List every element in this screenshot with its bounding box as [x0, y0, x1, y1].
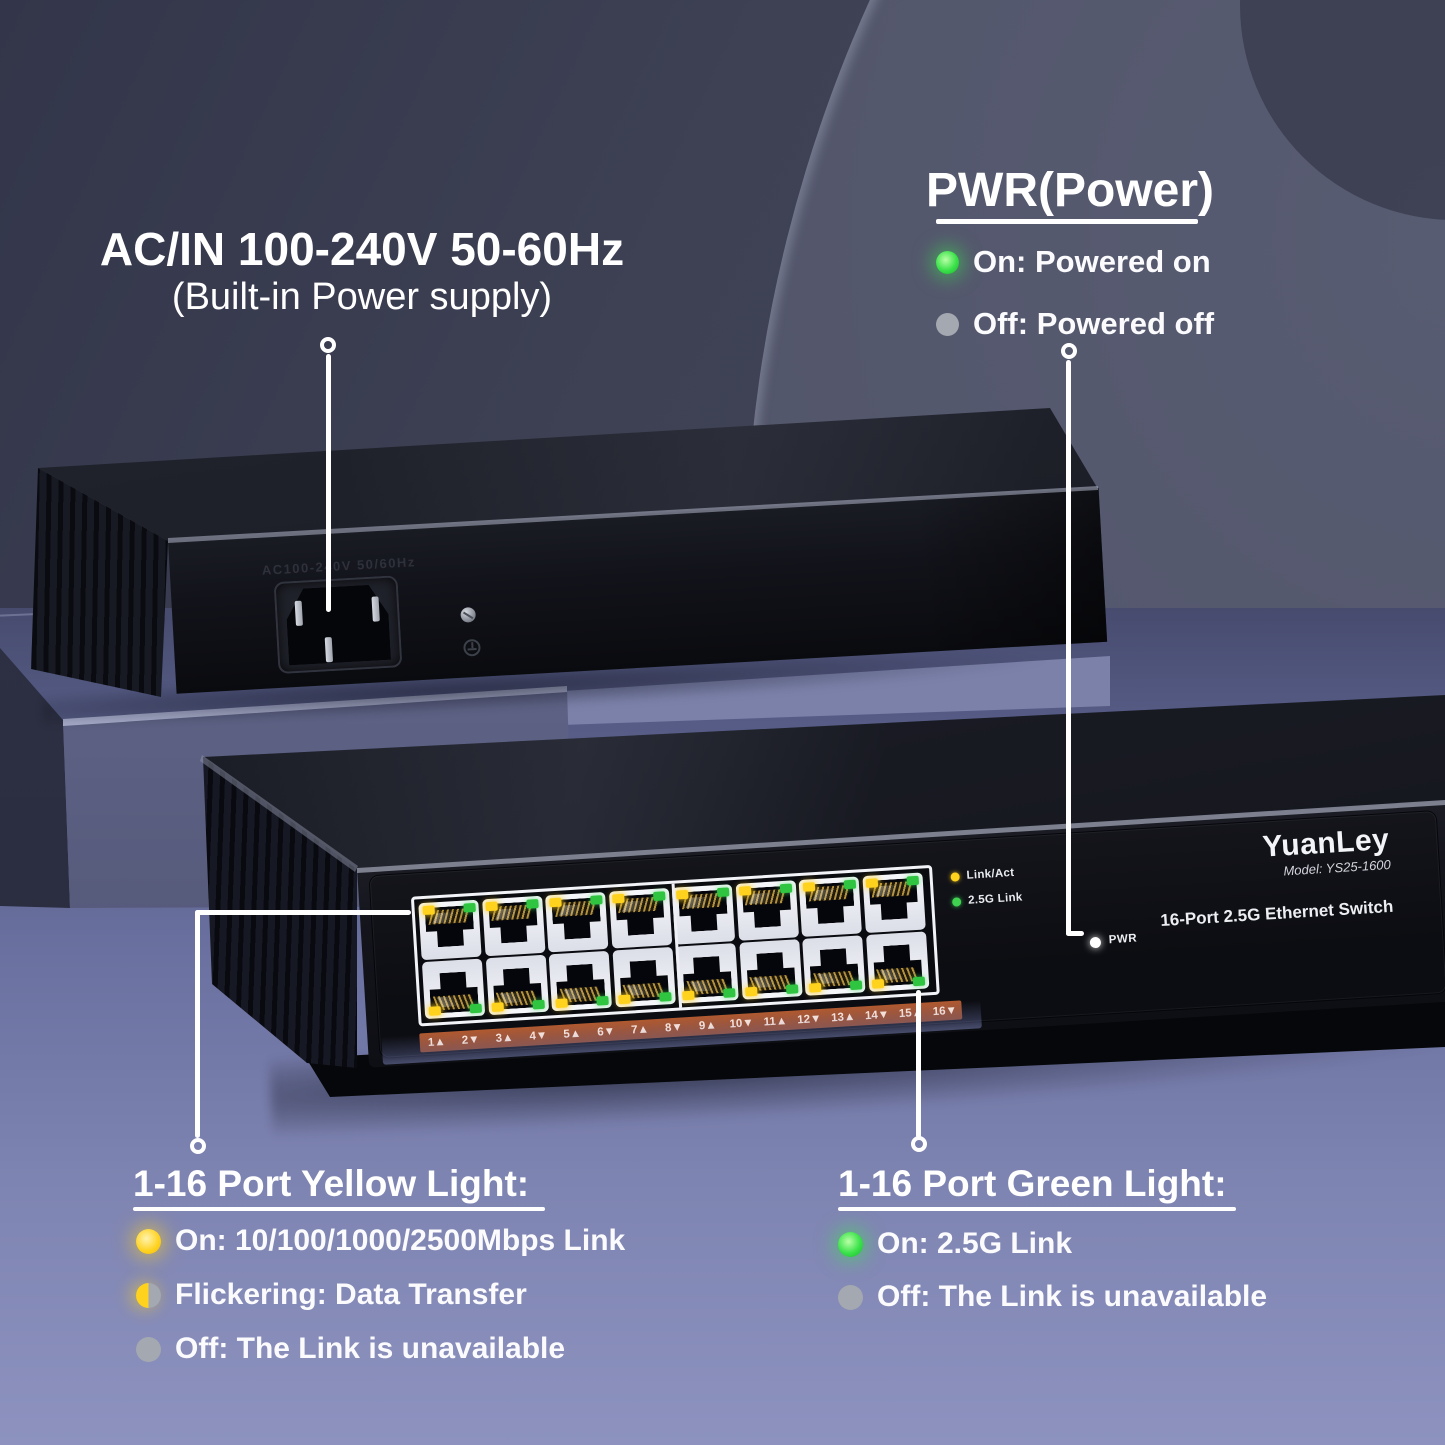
- led-state-off-icon: [838, 1284, 863, 1310]
- leader-line: [326, 354, 331, 612]
- led-state-on-icon: [136, 1228, 161, 1254]
- legend-text: Off: The Link is unavailable: [877, 1280, 1268, 1313]
- legend-text: Flickering: Data Transfer: [175, 1278, 527, 1311]
- callout-anchor-ring: [911, 1136, 927, 1152]
- legend-text: On: 2.5G Link: [877, 1227, 1073, 1260]
- led-state-on-icon: [936, 250, 959, 274]
- title-underline: [133, 1207, 545, 1211]
- led-state-on-icon: [838, 1231, 863, 1257]
- legend-text: On: Powered on: [973, 244, 1211, 279]
- led-state-off-icon: [136, 1336, 161, 1362]
- leader-line: [1066, 931, 1084, 936]
- legend-text: On: 10/100/1000/2500Mbps Link: [175, 1224, 626, 1257]
- callout-anchor-ring: [190, 1138, 206, 1154]
- title-underline: [936, 219, 1198, 224]
- callout-power-input-title: AC/IN 100-240V 50-60Hz: [99, 223, 625, 275]
- callout-power-input-subtitle: (Built-in Power supply): [171, 276, 553, 318]
- legend-text: Off: Powered off: [973, 306, 1215, 341]
- callout-yellow-title: 1-16 Port Yellow Light:: [133, 1163, 530, 1204]
- callout-anchor-ring: [320, 337, 336, 353]
- led-state-off-icon: [936, 312, 959, 336]
- callout-green-title: 1-16 Port Green Light:: [838, 1163, 1227, 1204]
- legend-text: Off: The Link is unavailable: [175, 1332, 566, 1365]
- callout-anchor-ring: [1061, 343, 1077, 359]
- leader-line: [1066, 360, 1071, 936]
- led-state-flickering-icon: [136, 1282, 161, 1308]
- callout-pwr-title: PWR(Power): [926, 164, 1214, 217]
- title-underline: [838, 1207, 1236, 1211]
- leader-line: [195, 910, 411, 915]
- leader-line: [916, 990, 921, 1138]
- leader-line: [195, 910, 200, 1138]
